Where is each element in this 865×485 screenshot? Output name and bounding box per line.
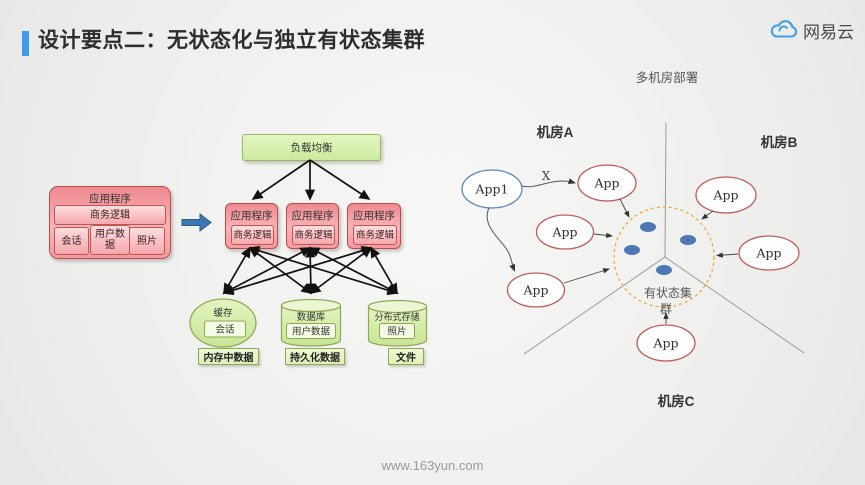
app1-failover-curve: [486, 207, 516, 272]
app-node-logic: 商务逻辑: [353, 225, 397, 245]
load-balancer-box: 负载均衡: [242, 134, 381, 161]
dstorage-inner-box: [379, 323, 415, 339]
zone-a-label: 机房A: [537, 124, 574, 140]
session-box: 会话: [54, 227, 89, 255]
dstorage-title: 分布式存储: [374, 311, 419, 323]
app-label: App: [522, 283, 548, 298]
cluster-member-dot: [640, 222, 656, 232]
brand-name: 网易云: [803, 22, 854, 42]
app-node-zone-b-2: [738, 235, 800, 271]
app-node-title: 应用程序: [230, 210, 273, 222]
database-cylinder-top: [280, 298, 342, 313]
database-inner-label: 用户数据: [292, 326, 331, 338]
cluster-member-dot: [656, 265, 672, 275]
app-node-3: 应用程序 商务逻辑: [347, 203, 401, 249]
app-node-logic: 商务逻辑: [292, 225, 335, 245]
cluster-label-line1: 有状态集: [644, 285, 692, 300]
cluster-member-dot: [624, 245, 640, 255]
database-title: 数据库: [297, 311, 326, 323]
app-node-logic: 商务逻辑: [231, 225, 274, 245]
cluster-arrow: [563, 268, 610, 284]
transform-arrow: [181, 212, 212, 233]
app-node-title: 应用程序: [353, 210, 395, 222]
cluster-arrow: [619, 198, 630, 218]
brand-logo: 网易云: [768, 17, 854, 43]
footer-url: www.163yun.com: [381, 458, 484, 473]
zone-b-label: 机房B: [761, 134, 798, 150]
app-node-title: 应用程序: [291, 210, 334, 222]
database-inner-box: [286, 323, 336, 339]
app-label: App: [712, 188, 738, 203]
cache-inner-box: [204, 320, 246, 338]
cluster-arrow: [716, 252, 739, 258]
app-node-zone-a-2: [535, 214, 595, 250]
cluster-access-arrows: [563, 198, 739, 324]
app-label: App: [551, 225, 577, 240]
app1-label: App1: [475, 182, 509, 197]
sector-line-top: [664, 122, 667, 258]
dstorage-inner-label: 照片: [387, 326, 406, 338]
app-node-zone-a-3: [506, 272, 566, 308]
storage-label-file: 文件: [388, 348, 424, 365]
app1-node: [461, 169, 523, 209]
app-label: App: [652, 336, 678, 351]
storage-label-memory: 内存中数据: [198, 348, 259, 365]
lb-arrow-3: [309, 159, 371, 200]
storage-label-persistent: 持久化数据: [285, 348, 345, 365]
mesh-arrow: [305, 246, 316, 295]
mesh-arrow: [248, 246, 313, 295]
app1-reroute-curve: [521, 178, 576, 188]
cache-inner-label: 会话: [215, 324, 235, 336]
photo-box: 照片: [129, 227, 165, 255]
zone-c-label: 机房C: [658, 393, 695, 409]
sector-line-right: [664, 256, 805, 354]
app-node-2: 应用程序 商务逻辑: [286, 203, 339, 249]
lb-arrow-1: [251, 159, 311, 200]
cluster-arrow: [701, 210, 714, 220]
stateful-cluster-circle: [613, 206, 715, 308]
app-node-1: 应用程序 商务逻辑: [225, 203, 278, 249]
dstorage-cylinder-top: [367, 299, 428, 314]
title-accent-bar: [22, 31, 29, 56]
app-storage-mesh: [222, 245, 399, 296]
app-node-zone-b-1: [695, 176, 757, 214]
sector-line-left: [523, 256, 666, 355]
cluster-member-dot: [680, 235, 696, 245]
mesh-arrow: [309, 246, 373, 295]
business-logic-box: 商务逻辑: [54, 205, 166, 225]
app-label: App: [755, 246, 781, 261]
right-diagram-title: 多机房部署: [636, 70, 699, 85]
app-node-zone-c-1: [636, 324, 696, 362]
page-title: 设计要点二：无状态化与独立有状态集群: [38, 29, 425, 52]
cluster-label-line2: 群: [660, 302, 672, 316]
x-failure-label: X: [542, 169, 551, 183]
app-group-title: 应用程序: [89, 193, 131, 205]
cloud-logo-icon: [770, 20, 798, 38]
app-group-box: 应用程序 商务逻辑 会话 用户数据 照片: [49, 186, 171, 259]
cluster-arrow: [593, 232, 613, 239]
cache-title: 缓存: [213, 307, 233, 319]
app-label: App: [593, 176, 619, 191]
app-node-zone-a-1: [577, 164, 637, 202]
mesh-arrow: [370, 246, 398, 295]
